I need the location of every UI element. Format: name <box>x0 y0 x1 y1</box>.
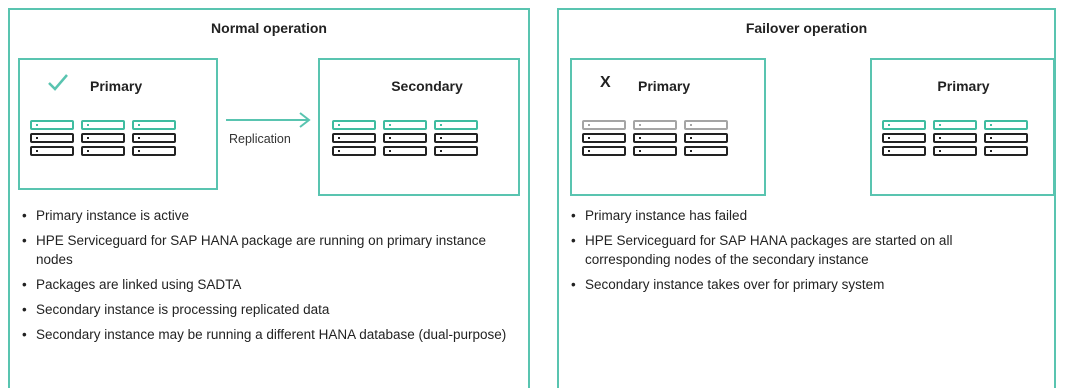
normal-operation-panel: Normal operation Primary Replication Sec… <box>8 8 530 388</box>
replication-label: Replication <box>229 132 291 146</box>
failed-primary-box: X Primary <box>570 58 766 196</box>
failed-primary-servers <box>582 120 728 156</box>
normal-primary-box: Primary <box>18 58 218 190</box>
list-item: Secondary instance is processing replica… <box>22 300 522 319</box>
server-node-icon <box>332 120 376 156</box>
list-item: Primary instance is active <box>22 206 522 225</box>
replication-arrow-icon <box>226 112 311 128</box>
server-node-icon <box>882 120 926 156</box>
normal-bullet-list: Primary instance is active HPE Servicegu… <box>22 206 522 350</box>
new-primary-label: Primary <box>937 78 990 94</box>
normal-primary-servers <box>30 120 176 156</box>
list-item: Packages are linked using SADTA <box>22 275 522 294</box>
server-node-icon <box>434 120 478 156</box>
list-item: Secondary instance may be running a diff… <box>22 325 522 344</box>
server-node-icon <box>383 120 427 156</box>
normal-secondary-label: Secondary <box>391 78 463 94</box>
failover-bullet-list: Primary instance has failed HPE Serviceg… <box>571 206 1041 300</box>
server-node-icon <box>81 120 125 156</box>
server-node-icon <box>984 120 1028 156</box>
failover-operation-title: Failover operation <box>745 20 868 36</box>
x-mark: X <box>600 74 611 91</box>
normal-operation-title: Normal operation <box>211 20 327 36</box>
server-node-icon <box>582 120 626 156</box>
failed-primary-label: Primary <box>638 78 691 94</box>
server-node-icon <box>684 120 728 156</box>
list-item: HPE Serviceguard for SAP HANA packages a… <box>571 231 1041 269</box>
failover-operation-panel: Failover operation X Primary Primary <box>557 8 1056 388</box>
new-primary-servers <box>882 120 1028 156</box>
server-node-icon <box>30 120 74 156</box>
list-item: Secondary instance takes over for primar… <box>571 275 1041 294</box>
server-node-icon <box>132 120 176 156</box>
list-item: Primary instance has failed <box>571 206 1041 225</box>
new-primary-box: Primary <box>870 58 1055 196</box>
normal-secondary-servers <box>332 120 478 156</box>
server-node-icon <box>633 120 677 156</box>
checkmark-icon <box>48 74 68 91</box>
normal-primary-label: Primary <box>90 78 143 94</box>
list-item: HPE Serviceguard for SAP HANA package ar… <box>22 231 522 269</box>
normal-secondary-box: Secondary <box>318 58 520 196</box>
server-node-icon <box>933 120 977 156</box>
